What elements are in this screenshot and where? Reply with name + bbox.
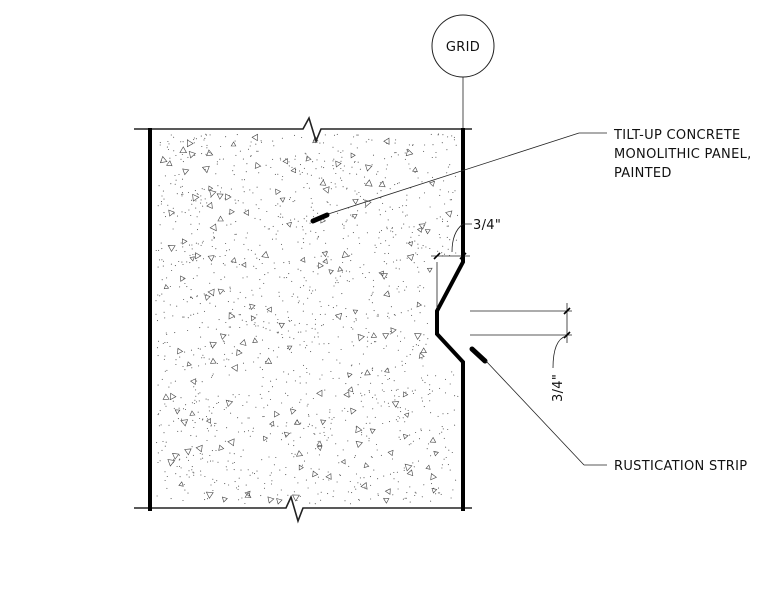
panel-callout-line3: PAINTED xyxy=(614,166,672,181)
panel-leader-line xyxy=(318,132,580,218)
depth-dimension-leader xyxy=(451,223,472,253)
panel-callout-line2: MONOLITHIC PANEL, xyxy=(614,147,752,162)
panel-callout-line1: TILT-UP CONCRETE xyxy=(613,128,740,143)
width-dimension-label: 3/4" xyxy=(551,374,566,402)
strip-leader-line xyxy=(485,360,585,466)
width-dimension-leader xyxy=(552,335,567,369)
bottom-break-line xyxy=(134,494,472,524)
strip-leader-dot xyxy=(469,346,488,364)
depth-tick-right xyxy=(459,252,467,260)
grid-bubble xyxy=(431,14,495,78)
concrete-hatch xyxy=(155,133,459,505)
grid-label: GRID xyxy=(446,40,480,55)
strip-callout-label: RUSTICATION STRIP xyxy=(614,459,747,474)
width-tick-top xyxy=(563,307,571,315)
width-tick-bottom xyxy=(563,331,571,339)
depth-tick-left xyxy=(433,252,441,260)
depth-dimension-label: 3/4" xyxy=(473,218,501,233)
top-break-line xyxy=(134,115,472,144)
panel-right-face-with-rustication xyxy=(435,128,465,511)
panel-leader-dot xyxy=(310,212,330,224)
